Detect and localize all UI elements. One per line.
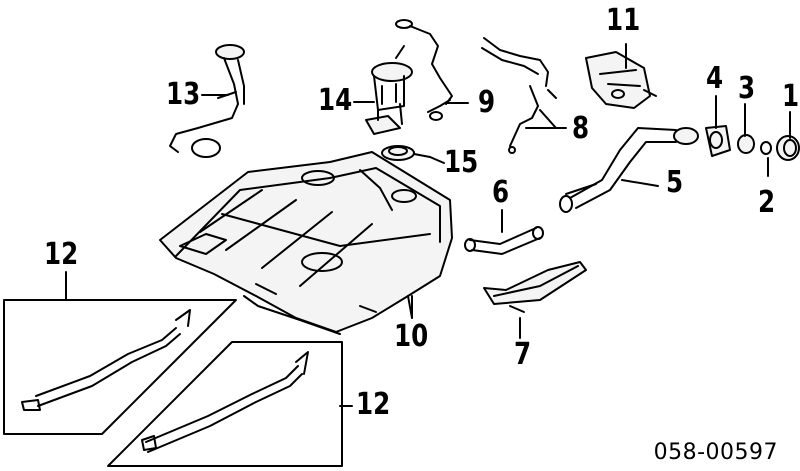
callout-12-upper: 12 [44,237,79,272]
lock-ring [381,145,431,161]
fuel-gauge-sender [169,44,245,158]
callout-5: 5 [666,165,684,200]
fuel-filler-pipe [559,127,699,213]
pump-harness [395,19,453,121]
callout-3: 3 [738,71,756,106]
washer [760,141,772,155]
fuel-tank [159,151,453,335]
filler-hose [464,226,544,255]
fuel-pump [365,45,413,135]
callout-13: 13 [166,77,201,112]
callout-7: 7 [514,337,532,372]
callout-4: 4 [706,61,724,96]
tank-strap-box-right [107,341,343,467]
grommet [737,134,755,154]
fuel-cap [776,135,800,161]
callout-8: 8 [572,111,590,146]
callout-9: 9 [478,85,496,120]
pipe-protector [483,261,587,313]
callout-6: 6 [492,175,510,210]
callout-15: 15 [444,145,479,180]
filler-neck-seal [705,125,731,157]
vent-assembly [481,37,557,154]
leader-lines [65,43,791,407]
callout-12-lower: 12 [356,387,391,422]
charcoal-canister [585,51,657,109]
callout-11: 11 [606,3,641,38]
callout-2: 2 [758,185,776,220]
tank-strap-box-left [3,299,237,435]
callout-1: 1 [782,79,800,114]
part-number-label: 058-00597 [653,440,778,465]
callout-10: 10 [394,319,429,354]
callout-14: 14 [318,83,353,118]
